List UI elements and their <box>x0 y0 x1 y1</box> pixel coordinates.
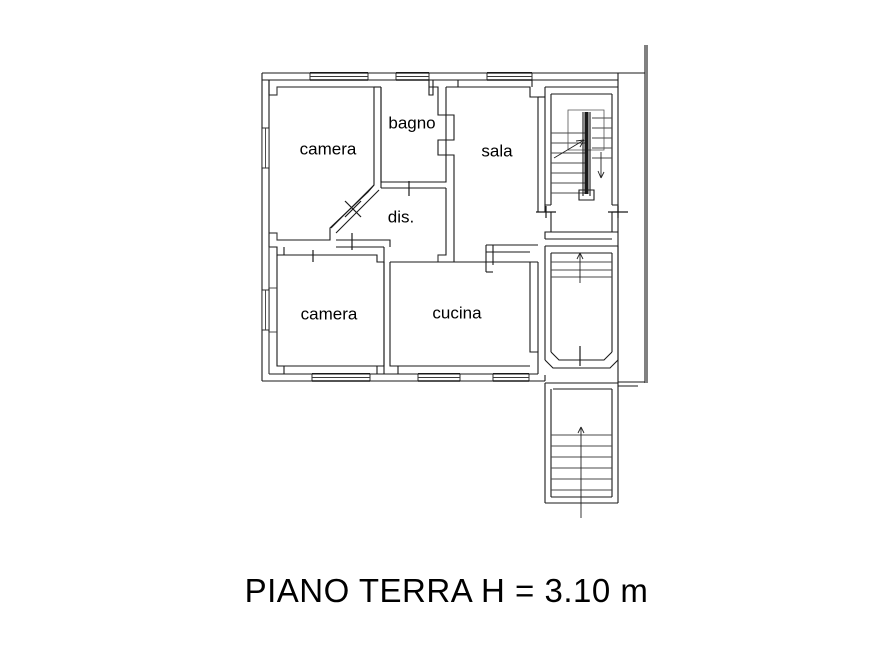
partition-stub-sala-cucina <box>485 244 538 273</box>
door-markers-vestibule <box>536 206 628 218</box>
diagonal-door-camera-upper <box>330 184 380 234</box>
window-group-top <box>309 72 533 81</box>
building-outer-wall <box>261 72 619 383</box>
room-cucina <box>383 261 539 374</box>
room-label-camera-lower: camera <box>301 304 358 323</box>
room-labels: camera bagno sala dis. camera cucina <box>300 113 513 323</box>
window-group-bottom <box>311 373 530 382</box>
room-label-sala: sala <box>481 141 513 160</box>
window-group-left <box>261 127 270 331</box>
room-camera-upper <box>268 80 382 241</box>
plan-caption: PIANO TERRA H = 3.10 m <box>244 572 649 609</box>
room-disimpegno <box>336 188 455 263</box>
room-label-disimpegno: dis. <box>388 207 414 226</box>
room-sala <box>445 80 546 212</box>
stair-upper <box>544 86 619 240</box>
room-label-camera-upper: camera <box>300 139 357 158</box>
room-label-bagno: bagno <box>388 113 435 132</box>
site-boundary-lines <box>618 45 648 387</box>
stair-lower <box>544 382 619 518</box>
room-label-cucina: cucina <box>432 303 482 322</box>
door-markers-interior <box>312 181 410 262</box>
stair-middle-landing <box>544 245 619 369</box>
room-bagno <box>380 80 447 189</box>
